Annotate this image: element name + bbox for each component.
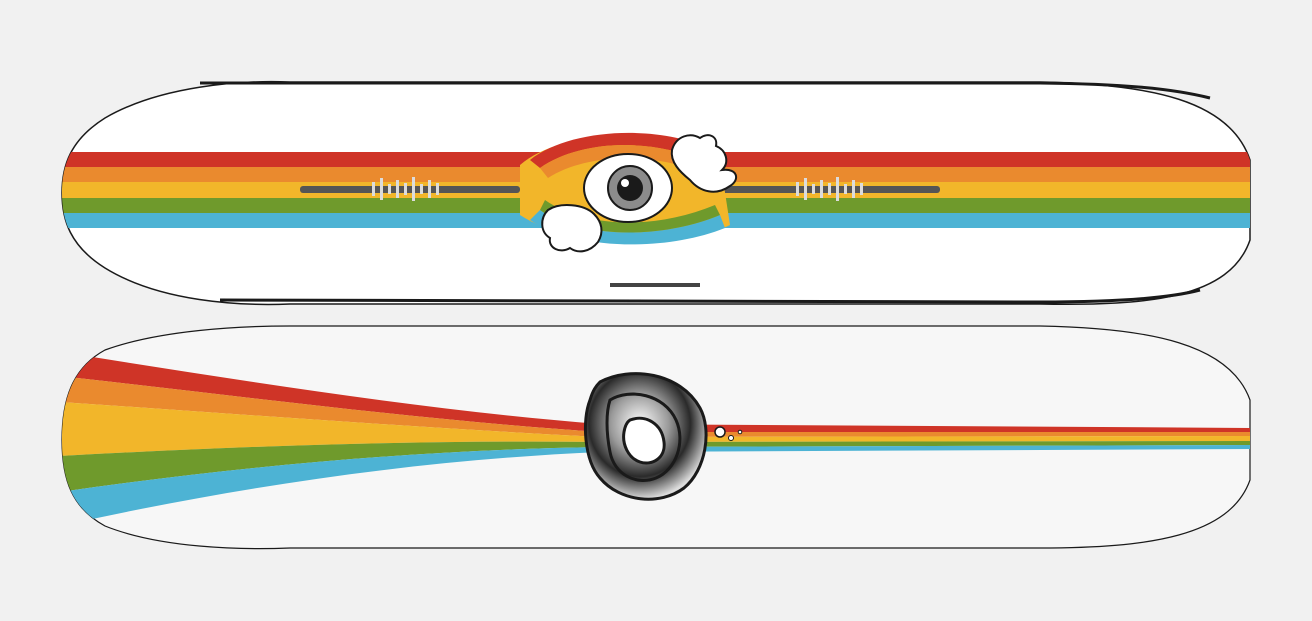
flare-orange xyxy=(62,376,1250,437)
flare-blue xyxy=(62,445,1250,526)
bottom-snowboard xyxy=(61,325,1251,550)
bubble-tiny xyxy=(737,429,743,435)
top-edge-bottom xyxy=(219,288,1201,304)
lower-hand xyxy=(541,204,603,253)
chrome-bubble-logo xyxy=(583,372,743,501)
base-rainbow-flare xyxy=(62,352,1250,526)
eye-artwork xyxy=(520,132,738,253)
top-small-logo-bar xyxy=(610,283,700,287)
bubble-large xyxy=(714,426,726,438)
left-insert-bar xyxy=(300,186,520,193)
flare-green xyxy=(62,441,1250,492)
left-sound-wave xyxy=(372,177,439,201)
upper-hand xyxy=(670,134,738,193)
flare-red xyxy=(62,352,1250,432)
top-edge-top xyxy=(200,81,1211,100)
bubble-small xyxy=(728,435,734,441)
top-snowboard xyxy=(61,80,1251,306)
flare-yellow xyxy=(62,402,1250,456)
pupil xyxy=(617,175,643,201)
right-sound-wave xyxy=(796,177,863,201)
